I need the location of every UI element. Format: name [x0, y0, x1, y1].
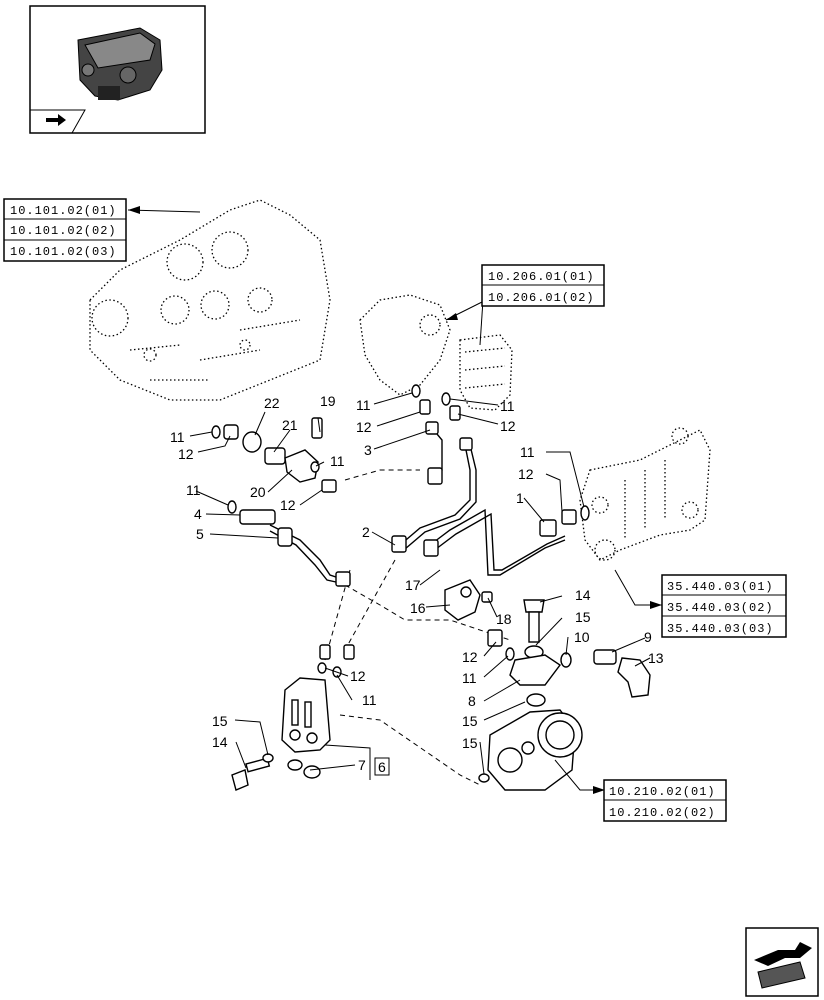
callout-11[interactable]: 11 — [462, 670, 477, 686]
callout-12[interactable]: 12 — [500, 418, 516, 434]
callout-15[interactable]: 15 — [212, 713, 228, 729]
exhaust-manifold-outline — [579, 427, 711, 561]
callout-12[interactable]: 12 — [280, 497, 296, 513]
ref-compressor-2[interactable]: 10.210.02(02) — [609, 806, 716, 820]
ref-box-exhaust-manifold[interactable]: 35.440.03(01) 35.440.03(02) 35.440.03(03… — [661, 574, 787, 638]
callout-15[interactable]: 15 — [575, 609, 591, 625]
callout-18[interactable]: 18 — [496, 611, 512, 627]
engine-block-outline — [89, 199, 331, 401]
callout-20[interactable]: 20 — [250, 484, 266, 500]
callout-22[interactable]: 22 — [264, 395, 280, 411]
engine-icon — [77, 27, 163, 101]
callout-12[interactable]: 12 — [356, 419, 372, 435]
callout-leaders — [189, 392, 651, 780]
callout-12[interactable]: 12 — [462, 649, 478, 665]
callout-1[interactable]: 1 — [516, 490, 524, 506]
ref-box-engine-block[interactable]: 10.101.02(01) 10.101.02(02) 10.101.02(03… — [3, 198, 127, 262]
callout-11[interactable]: 11 — [170, 429, 185, 445]
ref-engine-block-3[interactable]: 10.101.02(03) — [10, 245, 117, 259]
callout-9[interactable]: 9 — [644, 629, 652, 645]
callout-17[interactable]: 17 — [405, 577, 421, 593]
dashed-leaders — [324, 469, 511, 786]
next-page-arrow-icon — [754, 942, 812, 989]
callout-5[interactable]: 5 — [196, 526, 204, 542]
callout-11[interactable]: 11 — [362, 692, 377, 708]
callout-3[interactable]: 3 — [364, 442, 372, 458]
callout-16[interactable]: 16 — [410, 600, 426, 616]
callout-12[interactable]: 12 — [518, 466, 534, 482]
callout-4[interactable]: 4 — [194, 506, 202, 522]
callout-11[interactable]: 11 — [186, 482, 201, 498]
callout-11[interactable]: 11 — [500, 398, 515, 414]
callout-10[interactable]: 10 — [574, 629, 590, 645]
bracket-part-6 — [231, 677, 331, 791]
ref-exhaust-2[interactable]: 35.440.03(02) — [667, 601, 774, 615]
callout-15[interactable]: 15 — [462, 735, 478, 751]
next-page-button[interactable] — [745, 927, 819, 997]
ref-engine-block-2[interactable]: 10.101.02(02) — [10, 224, 117, 238]
engine-thumbnail[interactable] — [29, 5, 206, 134]
ref-box-oil-filter[interactable]: 10.206.01(01) 10.206.01(02) — [481, 264, 605, 307]
callout-2[interactable]: 2 — [362, 524, 370, 540]
ref-oil-filter-1[interactable]: 10.206.01(01) — [488, 270, 595, 284]
callout-19[interactable]: 19 — [320, 393, 336, 409]
callout-11[interactable]: 11 — [520, 444, 535, 460]
callout-14[interactable]: 14 — [212, 734, 228, 750]
oil-filter-outline — [359, 294, 513, 411]
callout-13[interactable]: 13 — [648, 650, 664, 666]
ref-exhaust-1[interactable]: 35.440.03(01) — [667, 580, 774, 594]
callout-14[interactable]: 14 — [575, 587, 591, 603]
ref-compressor-1[interactable]: 10.210.02(01) — [609, 785, 716, 799]
callout-21[interactable]: 21 — [282, 417, 298, 433]
page-arrow-icon — [46, 114, 66, 126]
callout-12[interactable]: 12 — [178, 446, 194, 462]
callout-11[interactable]: 11 — [330, 453, 345, 469]
callout-6[interactable]: 6 — [378, 759, 386, 775]
ref-oil-filter-2[interactable]: 10.206.01(02) — [488, 291, 595, 305]
callout-7[interactable]: 7 — [358, 757, 366, 773]
callout-12[interactable]: 12 — [350, 668, 366, 684]
callout-11[interactable]: 11 — [356, 397, 371, 413]
ref-box-compressor[interactable]: 10.210.02(01) 10.210.02(02) — [603, 779, 727, 822]
callout-8[interactable]: 8 — [468, 693, 476, 709]
fittings — [211, 384, 651, 707]
ref-exhaust-3[interactable]: 35.440.03(03) — [667, 622, 774, 636]
ref-engine-block-1[interactable]: 10.101.02(01) — [10, 204, 117, 218]
callout-15[interactable]: 15 — [462, 713, 478, 729]
compressor — [478, 709, 583, 791]
callout-numbers: 22 19 21 11 12 11 20 12 11 4 5 11 12 3 1… — [170, 393, 664, 776]
